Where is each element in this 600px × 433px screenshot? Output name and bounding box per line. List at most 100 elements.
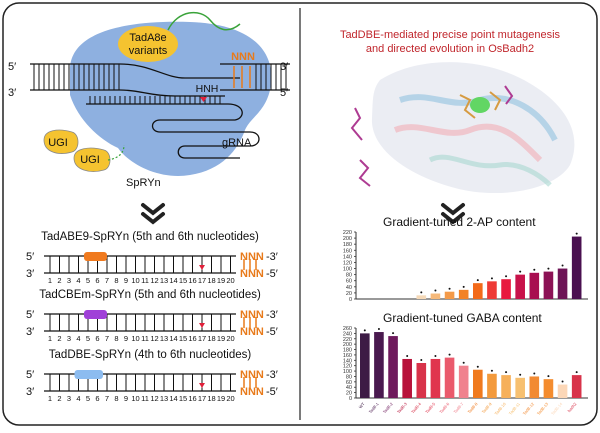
- position-label: 13: [160, 334, 168, 343]
- y-tick-label: 200: [343, 236, 352, 242]
- bar: [529, 272, 540, 299]
- bar: [487, 373, 497, 398]
- position-label: 10: [131, 334, 139, 343]
- edit-window: [74, 370, 103, 379]
- category-label: TadB-7: [452, 401, 464, 415]
- pam-top: NNN: [240, 369, 264, 381]
- end-5: -5′: [266, 268, 278, 280]
- data-point: [505, 371, 508, 374]
- bar: [571, 236, 582, 299]
- editor-title: TadABE9-SpRYn (5th and 6th nucleotides): [41, 231, 259, 243]
- category-label: TadB-14: [550, 401, 564, 416]
- y-tick-label: 100: [343, 369, 352, 375]
- position-label: 19: [217, 394, 225, 403]
- bar: [473, 369, 483, 398]
- bar: [543, 379, 554, 398]
- editor-1: TadABE9-SpRYn (5th and 6th nucleotides) N…: [26, 231, 278, 285]
- position-label: 6: [95, 276, 99, 285]
- ugi-label-1: UGI: [48, 137, 68, 149]
- editor-title: TadCBEm-SpRYn (5th and 6th nucleotides): [39, 289, 261, 301]
- editor-3: TadDBE-SpRYn (4th to 6th nucleotides)NNN…: [26, 349, 278, 403]
- data-point: [377, 328, 380, 331]
- position-label: 18: [207, 394, 215, 403]
- y-tick-label: 20: [346, 391, 352, 397]
- position-label: 14: [169, 276, 177, 285]
- position-label: 20: [226, 334, 234, 343]
- top-3-end: 3′: [280, 61, 288, 73]
- position-label: 7: [105, 394, 109, 403]
- position-label: 15: [179, 394, 187, 403]
- position-label: 8: [114, 394, 118, 403]
- editors-list: TadABE9-SpRYn (5th and 6th nucleotides) N…: [26, 231, 278, 403]
- left-3-end: 3′: [26, 326, 34, 338]
- position-label: 9: [124, 276, 128, 285]
- bar: [416, 363, 427, 398]
- position-label: 16: [188, 276, 196, 285]
- right-title-line1: TadDBE-mediated precise point mutagenesi…: [340, 29, 561, 41]
- position-label: 6: [95, 334, 99, 343]
- data-point: [476, 279, 479, 282]
- position-label: 4: [76, 394, 80, 403]
- y-tick-label: 200: [343, 342, 352, 348]
- pam-top: NNN: [240, 251, 264, 263]
- data-point: [476, 365, 479, 368]
- y-tick-label: 160: [343, 248, 352, 254]
- position-label: 19: [217, 334, 225, 343]
- bar: [458, 289, 469, 299]
- position-label: 3: [67, 394, 71, 403]
- chart-2ap: Gradient-tuned 2-AP content0204060801001…: [343, 215, 588, 303]
- bar: [444, 357, 455, 398]
- y-tick-label: 120: [343, 364, 352, 370]
- cas-protein-body: [70, 21, 272, 176]
- position-label: 12: [150, 394, 158, 403]
- position-label: 4: [76, 276, 80, 285]
- position-label: 7: [105, 334, 109, 343]
- figure-frame: [2, 2, 598, 426]
- position-label: 17: [198, 276, 206, 285]
- bar: [458, 365, 469, 398]
- bar: [501, 279, 511, 299]
- y-tick-label: 40: [346, 285, 352, 291]
- y-tick-label: 0: [349, 297, 352, 303]
- position-label: 5: [86, 276, 90, 285]
- complex-schematic: TadA8e variants NNN HNH: [8, 11, 290, 189]
- chevron-down-icon-right: [441, 203, 465, 225]
- editor-2: TadCBEm-SpRYn (5th and 6th nucleotides)N…: [26, 289, 278, 343]
- grna-scaffold: [151, 103, 260, 159]
- position-label: 2: [57, 334, 61, 343]
- position-label: 13: [160, 394, 168, 403]
- left-3-end: 3′: [26, 386, 34, 398]
- linker-loop: [167, 11, 241, 31]
- data-point: [533, 372, 536, 375]
- bot-3-end: 3′: [8, 87, 16, 99]
- chart-gaba: Gradient-tuned GABA content0204060801001…: [343, 311, 588, 416]
- left-3-end: 3′: [26, 268, 34, 280]
- position-label: 9: [124, 334, 128, 343]
- pam-rungs: [233, 66, 251, 88]
- bar: [388, 336, 398, 398]
- y-tick-label: 120: [343, 260, 352, 266]
- dna-top-left: [30, 63, 120, 91]
- data-point: [448, 353, 451, 356]
- bar: [360, 333, 370, 398]
- position-label: 16: [188, 334, 196, 343]
- data-point: [533, 268, 536, 271]
- right-title-line2: and directed evolution in OsBadh2: [366, 43, 534, 55]
- top-5-end: 5′: [8, 61, 16, 73]
- bar: [430, 358, 441, 398]
- position-label: 10: [131, 276, 139, 285]
- category-label: TadB-10: [493, 401, 507, 416]
- chart-title: Gradient-tuned 2-AP content: [383, 215, 536, 229]
- data-point: [490, 369, 493, 372]
- category-label: TadB-5: [424, 401, 436, 415]
- data-point: [448, 287, 451, 290]
- position-label: 11: [141, 394, 149, 403]
- position-label: 14: [169, 394, 177, 403]
- data-point: [462, 361, 465, 364]
- dna-top-right: [220, 63, 290, 91]
- y-tick-label: 60: [346, 380, 352, 386]
- position-label: 12: [150, 334, 158, 343]
- category-label: TadB-4: [410, 401, 422, 415]
- y-tick-label: 60: [346, 279, 352, 285]
